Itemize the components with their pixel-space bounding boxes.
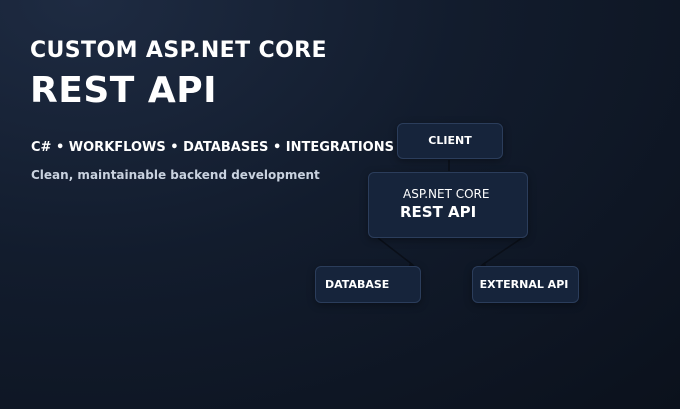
client-node-label: CLIENT [428, 134, 472, 147]
external-api-node-label: EXTERNAL API [479, 278, 569, 291]
tagline: C# • WORKFLOWS • DATABASES • INTEGRATION… [31, 140, 394, 155]
external-api-node: EXTERNAL API [472, 266, 579, 303]
title-line-1: CUSTOM ASP.NET CORE [30, 38, 327, 63]
database-node: DATABASE [315, 266, 421, 303]
title-line-2: REST API [30, 70, 217, 111]
api-node-label-line1: ASP.NET CORE [403, 187, 490, 201]
edge-api-external [481, 237, 523, 266]
edge-api-database [377, 237, 414, 266]
database-node-label: DATABASE [325, 278, 390, 291]
api-node-label-line2: REST API [400, 203, 477, 221]
client-node: CLIENT [397, 123, 503, 159]
api-node: ASP.NET CORE REST API [368, 172, 528, 238]
subtitle: Clean, maintainable backend development [31, 168, 320, 182]
